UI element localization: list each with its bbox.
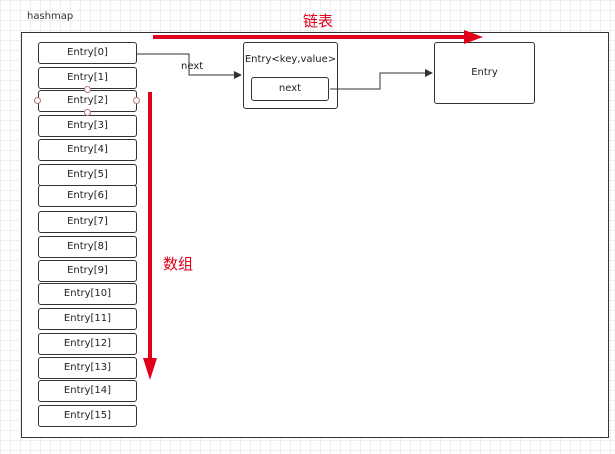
next-connector (137, 53, 242, 79)
entry-7[interactable]: Entry[7] (38, 211, 137, 233)
resize-handle-bottom[interactable] (84, 109, 91, 116)
entry-12[interactable]: Entry[12] (38, 333, 137, 355)
resize-handle-left[interactable] (34, 97, 41, 104)
entry-0[interactable]: Entry[0] (38, 42, 137, 64)
entry-10[interactable]: Entry[10] (38, 283, 137, 305)
linked-list-arrow (153, 30, 483, 44)
entry-8[interactable]: Entry[8] (38, 236, 137, 258)
linked-list-label: 链表 (303, 12, 334, 30)
array-label: 数组 (163, 255, 194, 273)
next-field[interactable]: next (251, 77, 329, 101)
diagram-title: hashmap (27, 11, 74, 22)
entry-9[interactable]: Entry[9] (38, 260, 137, 282)
resize-handle-right[interactable] (133, 97, 140, 104)
entry-13[interactable]: Entry[13] (38, 357, 137, 379)
entry-6[interactable]: Entry[6] (38, 185, 137, 207)
entry-14[interactable]: Entry[14] (38, 380, 137, 402)
entry-11[interactable]: Entry[11] (38, 308, 137, 330)
resize-handle-top[interactable] (84, 86, 91, 93)
array-arrow (143, 92, 157, 380)
next-to-tail-connector (330, 69, 433, 90)
entry-node-header: Entry<key,value> (244, 54, 337, 65)
tail-entry-node[interactable]: Entry (434, 42, 535, 104)
entry-4[interactable]: Entry[4] (38, 139, 137, 161)
next-edge-label: next (181, 61, 204, 72)
entry-node[interactable]: Entry<key,value> next (243, 42, 338, 109)
entry-15[interactable]: Entry[15] (38, 405, 137, 427)
